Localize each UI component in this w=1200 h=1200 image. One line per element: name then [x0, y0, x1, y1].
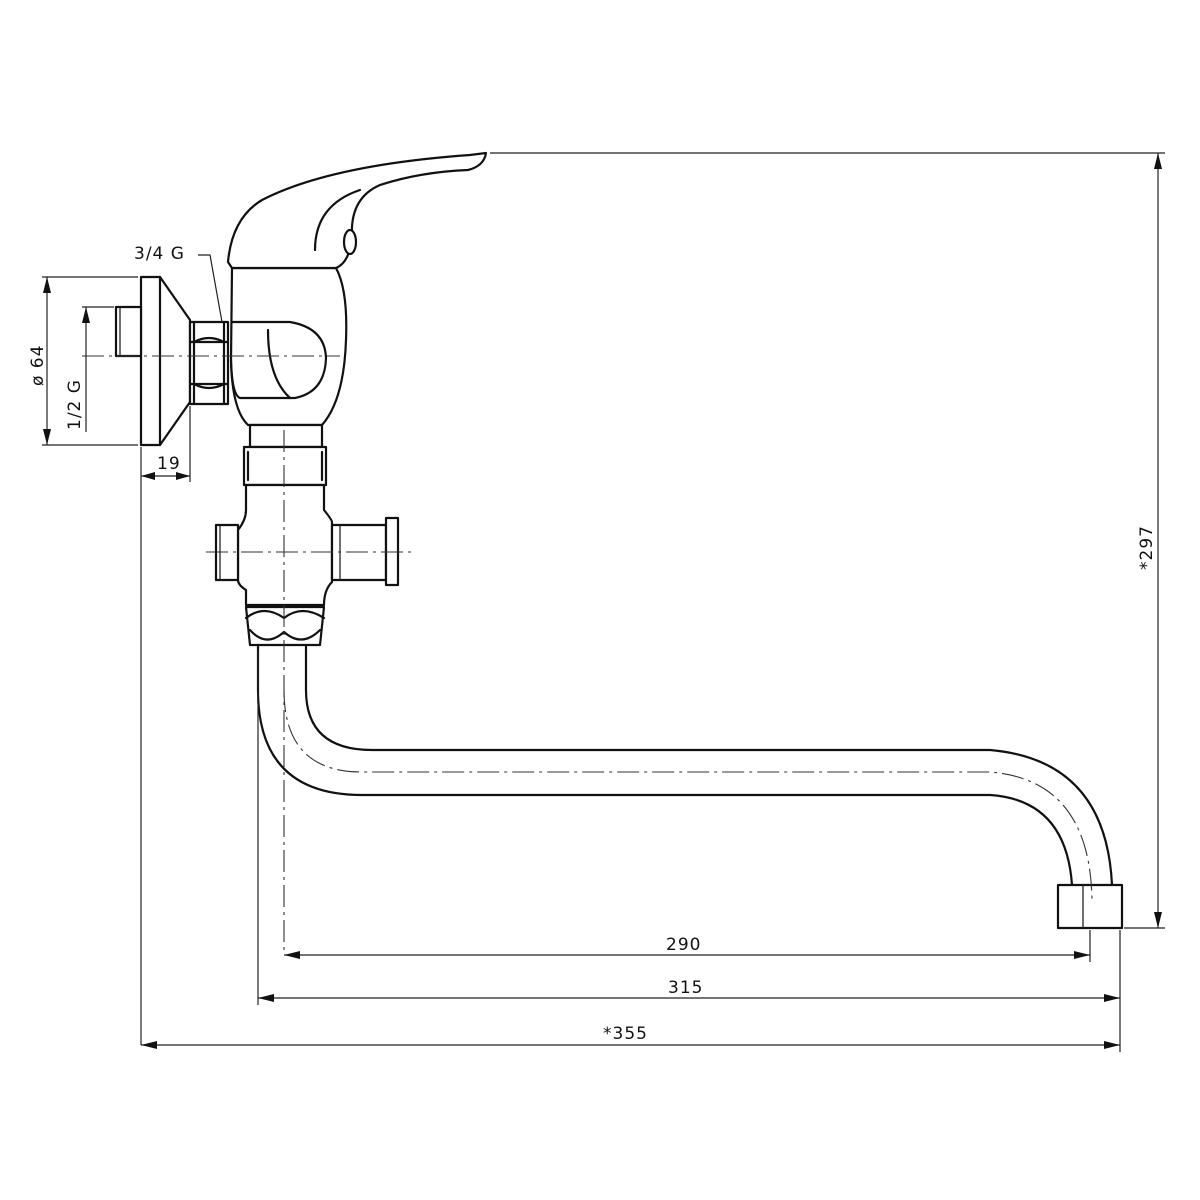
label-flange-depth: 19: [157, 454, 181, 474]
dimension-inlet-thread: [82, 306, 114, 432]
label-reach-outer: 315: [668, 978, 703, 998]
diverter-block: [214, 483, 400, 607]
label-flange-diameter: ø 64: [28, 345, 48, 386]
swivel-nut: [244, 605, 326, 647]
label-height: *297: [1137, 525, 1157, 570]
mixer-body: [229, 266, 348, 487]
dimension-overall-length: [141, 1005, 1121, 1052]
dimension-reach-inner: [284, 930, 1091, 962]
label-overall-length: *355: [603, 1024, 648, 1044]
label-inlet-thread: 1/2 G: [65, 379, 85, 430]
dimension-reach-outer: [257, 650, 1121, 1005]
hex-nut: [188, 320, 230, 406]
dimension-height: [490, 152, 1165, 929]
center-lines: [82, 355, 1093, 955]
spout: [256, 643, 1124, 930]
label-reach-inner: 290: [666, 935, 701, 955]
wall-flange: [114, 275, 192, 447]
lever-handle[interactable]: [226, 151, 488, 270]
dimension-connection-leader: [198, 254, 223, 323]
label-connection-thread: 3/4 G: [134, 244, 185, 264]
dimension-flange-diameter: [42, 276, 138, 446]
dimension-flange-depth: [140, 406, 191, 1045]
